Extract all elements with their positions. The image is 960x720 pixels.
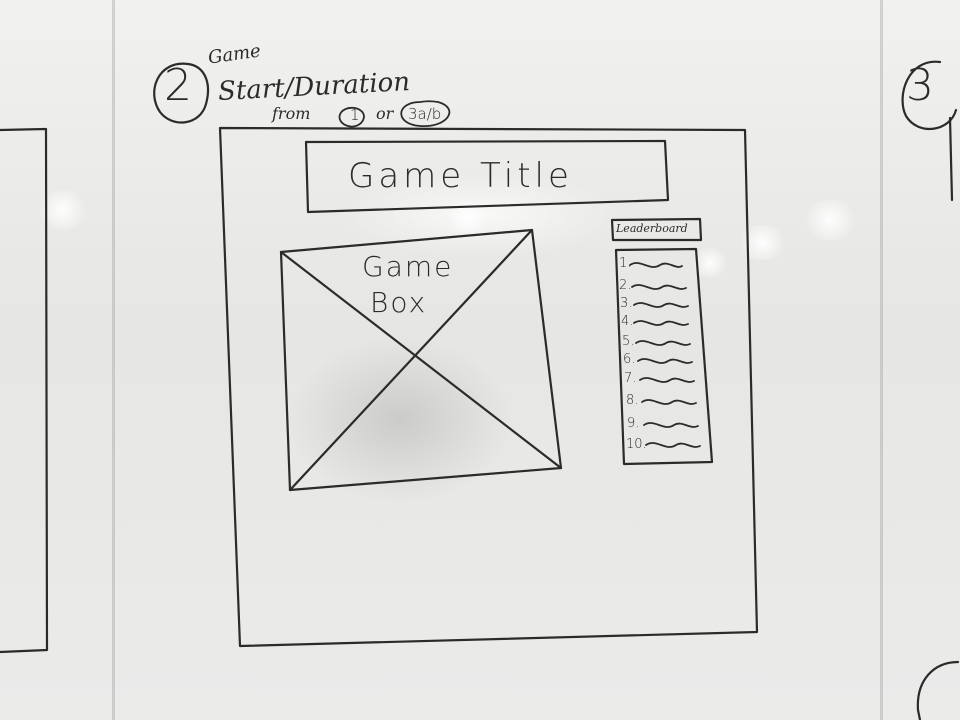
step-ref-joiner: or <box>376 104 394 123</box>
step-heading-from: from <box>272 104 311 123</box>
step-ref-a: 1 <box>350 106 360 124</box>
ref-a-circle <box>338 107 365 128</box>
leaderboard-rank: 6. <box>623 352 636 367</box>
next-step-arrow <box>948 116 954 202</box>
light-reflection <box>35 190 90 230</box>
title-box-frame <box>304 139 670 214</box>
leaderboard-rank: 3. <box>620 296 633 311</box>
leaderboard-rank: 10. <box>626 437 647 452</box>
left-sketch-frame <box>0 127 49 654</box>
leaderboard-frame <box>614 247 714 466</box>
board-seam-right <box>880 0 883 720</box>
step-number: 2 <box>164 60 192 111</box>
game-title-label: Game Title <box>348 156 573 196</box>
leaderboard-rank: 7. <box>624 371 637 386</box>
leaderboard-rank: 4. <box>621 314 634 329</box>
game-box-label-line2: Box <box>370 286 428 319</box>
ref-b-oval <box>400 100 451 127</box>
next-step-number: 3 <box>906 60 934 111</box>
next-step-circle <box>901 60 958 131</box>
leaderboard-rank: 2. <box>619 278 632 293</box>
leaderboard-rank: 5. <box>622 334 635 349</box>
bottom-step-circle <box>916 660 960 720</box>
leaderboard-header-box <box>610 217 703 242</box>
leaderboard-rank: 8. <box>626 393 639 408</box>
wireframe-frame <box>218 126 759 648</box>
light-reflection <box>735 225 790 260</box>
leaderboard-header: Leaderboard <box>616 222 688 235</box>
step-ref-b: 3a/b <box>408 105 442 123</box>
board-seam-left <box>112 0 115 720</box>
light-reflection <box>800 200 860 240</box>
step-number-circle <box>153 62 210 124</box>
leaderboard-rank: 1. <box>619 256 632 271</box>
game-box-label-line1: Game <box>362 250 454 283</box>
leaderboard-squiggles <box>629 262 701 448</box>
leaderboard-rank: 9. <box>627 416 640 431</box>
game-box-cross <box>279 228 563 492</box>
